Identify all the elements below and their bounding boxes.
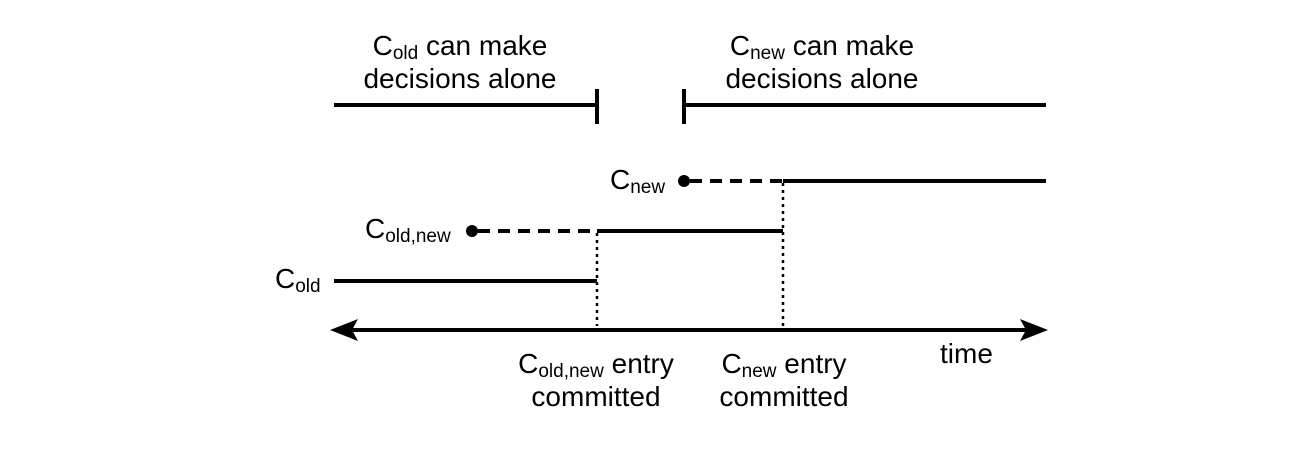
cnew-alone-base: C <box>729 30 751 61</box>
cnew-committed-label: Cnew entry committed <box>700 347 868 413</box>
cold-alone-sub: old <box>392 43 419 64</box>
cnew-committed-sub: new <box>741 361 777 382</box>
cold-alone-label: Cold can make decisions alone <box>340 29 580 95</box>
coldnew-start-dot <box>466 225 478 237</box>
coldnew-committed-line2: committed <box>531 381 661 412</box>
coldnew-committed-sub: old,new <box>538 361 604 382</box>
coldnew-committed-base: C <box>518 348 539 379</box>
cnew-alone-line2: decisions alone <box>725 63 919 94</box>
coldnew-state-sub: old,new <box>385 226 451 247</box>
cold-state-base: C <box>275 263 296 294</box>
cold-alone-line1: can make <box>418 30 548 61</box>
cnew-alone-line1: can make <box>784 30 915 61</box>
coldnew-state-label: Cold,new <box>365 212 451 247</box>
cnew-state-sub: new <box>630 177 666 198</box>
coldnew-committed-label: Cold,new entry committed <box>500 347 692 413</box>
cnew-committed-base: C <box>721 348 742 379</box>
cnew-state-label: Cnew <box>610 163 666 198</box>
cold-alone-base: C <box>372 30 393 61</box>
cnew-committed-line2: committed <box>719 381 849 412</box>
time-axis-label: time <box>940 338 993 369</box>
cnew-start-dot <box>678 175 690 187</box>
coldnew-state-base: C <box>365 213 386 244</box>
coldnew-committed-line1: entry <box>603 348 674 379</box>
time-axis-right-arrowhead <box>1020 319 1048 341</box>
time-axis-left-arrowhead <box>330 319 358 341</box>
cnew-alone-label: Cnew can make decisions alone <box>700 29 944 95</box>
cnew-state-base: C <box>610 164 631 195</box>
cnew-alone-sub: new <box>750 43 785 64</box>
cold-state-sub: old <box>295 276 321 297</box>
cold-state-label: Cold <box>275 262 321 297</box>
cold-alone-line2: decisions alone <box>363 63 557 94</box>
cnew-committed-line1: entry <box>776 348 847 379</box>
